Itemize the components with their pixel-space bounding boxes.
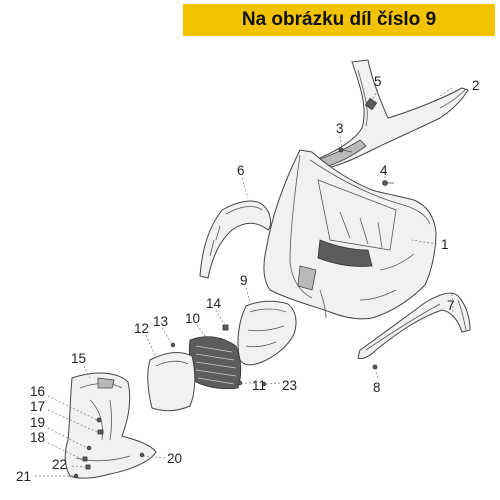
callout-22: 22 [52,457,67,472]
part-19-screw[interactable] [86,445,92,451]
part-20-screw[interactable] [139,452,145,458]
callout-9: 9 [240,273,248,288]
part-14-clip[interactable] [222,324,229,331]
part-23-screw[interactable] [261,381,267,387]
callout-20: 20 [167,451,182,466]
part-9-inner-bracket[interactable] [237,300,297,366]
part-3-screw[interactable] [338,147,353,153]
part-10-grille[interactable] [188,336,242,390]
callout-2: 2 [472,78,480,93]
part-18-clip[interactable] [82,456,88,462]
callout-13: 13 [153,314,168,329]
callout-3: 3 [336,121,344,136]
part-4-bolt[interactable] [382,180,395,186]
callout-11: 11 [252,378,266,393]
part-5-small-fastener[interactable] [364,97,378,111]
callout-17: 17 [30,399,45,414]
part-15-lower-cover[interactable] [64,372,157,479]
callout-6: 6 [237,163,245,178]
part-12-grille-frame[interactable] [147,352,196,412]
callout-16: 16 [30,384,45,399]
callout-18: 18 [30,430,45,445]
banner-text: Na obrázku díl číslo 9 [241,9,437,30]
part-21-screw[interactable] [73,473,79,479]
callout-15: 15 [71,351,86,366]
callout-10: 10 [185,311,200,326]
callout-23: 23 [282,378,297,393]
part-22-clip[interactable] [85,464,91,470]
part-2-front-shield[interactable] [311,59,469,171]
callout-8: 8 [373,380,381,395]
callout-4: 4 [380,163,388,178]
part-8-screw[interactable] [372,364,378,370]
callout-14: 14 [206,296,222,311]
part-13-screw[interactable] [170,342,176,348]
part-7-side-panel[interactable] [357,292,471,359]
callout-12: 12 [134,321,149,336]
callout-19: 19 [30,415,45,430]
part-6-arched-trim[interactable] [199,200,272,279]
part-1-front-body[interactable] [263,149,437,320]
part-16-screw[interactable] [96,417,102,423]
part-17-clip[interactable] [97,429,104,435]
callout-7: 7 [447,298,455,313]
callout-1: 1 [441,237,449,252]
leader-lines [35,87,454,477]
part-number-banner: Na obrázku díl číslo 9 [183,4,495,36]
callout-21: 21 [16,469,31,484]
callout-5: 5 [374,74,382,89]
part-11-screw[interactable] [237,380,243,386]
